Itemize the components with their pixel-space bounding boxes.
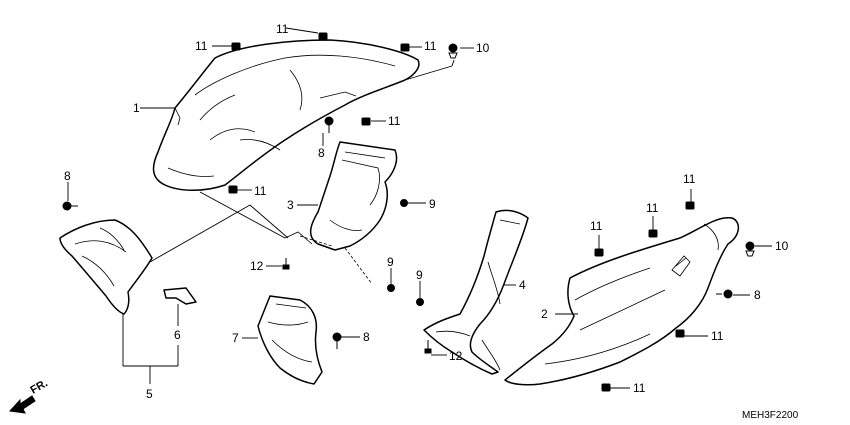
fastener-10-right: [745, 241, 755, 257]
callout-8: 8: [754, 288, 761, 302]
callout-9: 9: [429, 197, 436, 211]
part-lower-inner-panel: [257, 295, 323, 385]
callout-8: 8: [318, 146, 325, 160]
callout-4: 4: [519, 278, 526, 292]
callout-8: 8: [64, 169, 71, 183]
callout-9: 9: [416, 268, 423, 282]
part-left-side-panel: [59, 219, 153, 315]
callout-5: 5: [146, 387, 153, 401]
fastener-11-bottom: [601, 383, 611, 392]
fastener-11-mid: [361, 117, 371, 126]
callout-3: 3: [287, 198, 294, 212]
diagram-code: MEH3F2200: [742, 410, 799, 421]
part-inner-panel: [284, 141, 398, 285]
fastener-11-upper-left: [231, 42, 241, 51]
callout-11: 11: [590, 219, 603, 233]
fastener-9-mid: [387, 284, 395, 292]
fastener-9-lower: [416, 298, 424, 306]
part-side-cover: [504, 217, 740, 386]
callout-11: 11: [276, 22, 289, 36]
callout-11: 11: [683, 172, 696, 186]
fastener-8-lower: [332, 332, 342, 349]
fastener-12-left: [282, 258, 290, 270]
front-direction-label: FR.: [29, 377, 50, 396]
fastener-11-upper-right: [400, 43, 410, 52]
callout-11: 11: [388, 114, 401, 128]
callout-10: 10: [775, 239, 789, 253]
callout-11: 11: [254, 184, 267, 198]
fastener-11-lower-left: [228, 185, 238, 194]
part-front-cowl: [152, 39, 420, 191]
callout-11: 11: [424, 39, 437, 53]
fastener-11-right-4: [675, 329, 685, 338]
leader-lines: [67, 27, 772, 389]
fastener-11-right-2: [648, 229, 658, 238]
part-middle-inner-cover: [423, 209, 529, 375]
fastener-8-right: [716, 289, 733, 299]
callout-6: 6: [174, 328, 181, 342]
callout-11: 11: [711, 329, 724, 343]
callout-7: 7: [232, 331, 239, 345]
callout-2: 2: [541, 307, 548, 321]
callout-11: 11: [195, 39, 208, 53]
part-small-clip: [163, 287, 197, 305]
fastener-11-right-1: [685, 201, 695, 210]
callout-8: 8: [363, 330, 370, 344]
fastener-12-lower: [424, 340, 432, 354]
callout-12: 12: [250, 259, 264, 273]
fastener-11-right-3: [594, 248, 604, 257]
callout-12: 12: [449, 349, 463, 363]
callout-numbers: 1 11 11 11 10 11 8 11 8 3 9 12 9 9 4 6 7…: [64, 22, 789, 401]
callout-1: 1: [133, 101, 140, 115]
fastener-8-upper: [324, 116, 334, 133]
callout-11: 11: [646, 201, 659, 215]
fastener-10-upper: [448, 43, 458, 59]
callout-10: 10: [476, 41, 490, 55]
front-direction-arrow: FR.: [8, 377, 50, 414]
fastener-11-top: [318, 32, 328, 41]
callout-9: 9: [387, 255, 394, 269]
callout-11: 11: [633, 381, 646, 395]
fastener-8-left: [62, 201, 78, 211]
